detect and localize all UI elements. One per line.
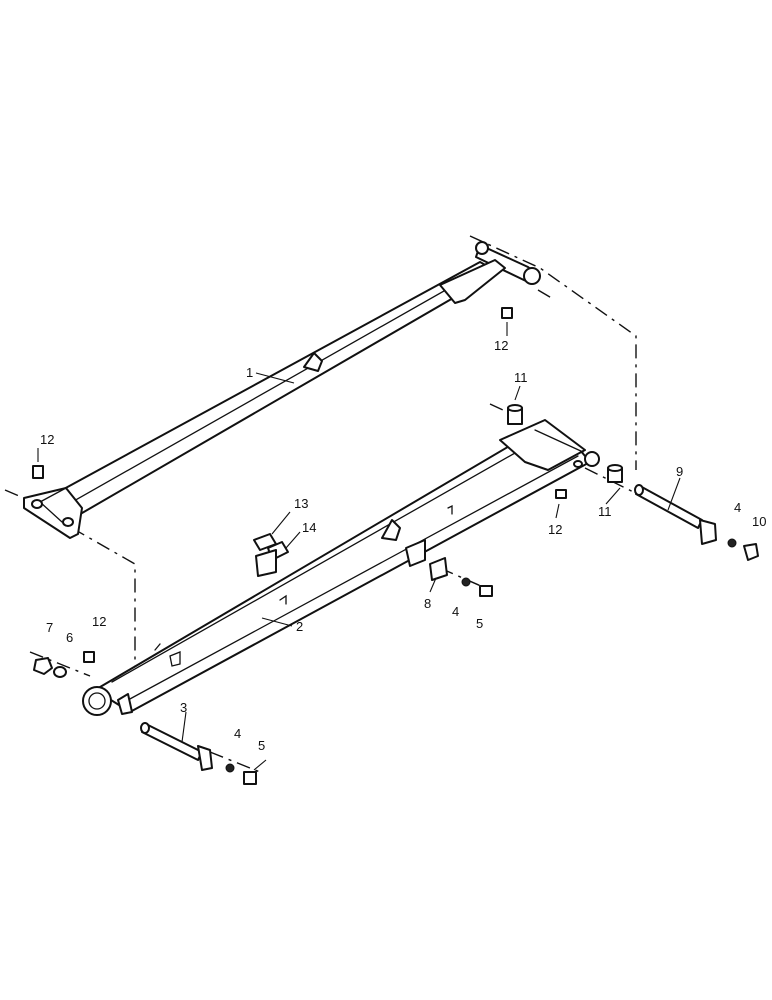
callout-12-upper: 12 [494,338,508,353]
callout-labels: 1 2 3 4 4 4 5 5 6 7 8 9 10 11 11 12 12 1… [40,338,766,753]
callout-9: 9 [676,464,683,479]
callout-3: 3 [180,700,187,715]
callout-11-lower: 11 [598,504,612,519]
callout-5-lower: 5 [258,738,265,753]
fasteners [33,538,759,785]
callout-12-lower: 12 [92,614,106,629]
callout-4-middle: 4 [452,604,459,619]
callout-8: 8 [424,596,431,611]
callout-12-left: 12 [40,432,54,447]
callout-13: 13 [294,496,308,511]
callout-12-middle: 12 [548,522,562,537]
callout-6: 6 [66,630,73,645]
bushings [507,404,623,483]
callout-1: 1 [246,365,253,380]
leader-lines [37,322,681,771]
lower-frame-beam [82,419,600,716]
brackets [253,533,289,577]
pivot-pin-right [634,484,717,545]
upper-frame-beam [23,241,541,539]
callout-4-lower: 4 [234,726,241,741]
callout-5-middle: 5 [476,616,483,631]
callout-7: 7 [46,620,53,635]
alignment-lines [4,235,701,773]
callout-11-upper: 11 [514,370,528,385]
pivot-pin-left [140,722,213,771]
callout-10: 10 [752,514,766,529]
callout-14: 14 [302,520,316,535]
grease-nipples [32,307,567,663]
callout-2: 2 [296,619,303,634]
callout-4-right: 4 [734,500,741,515]
